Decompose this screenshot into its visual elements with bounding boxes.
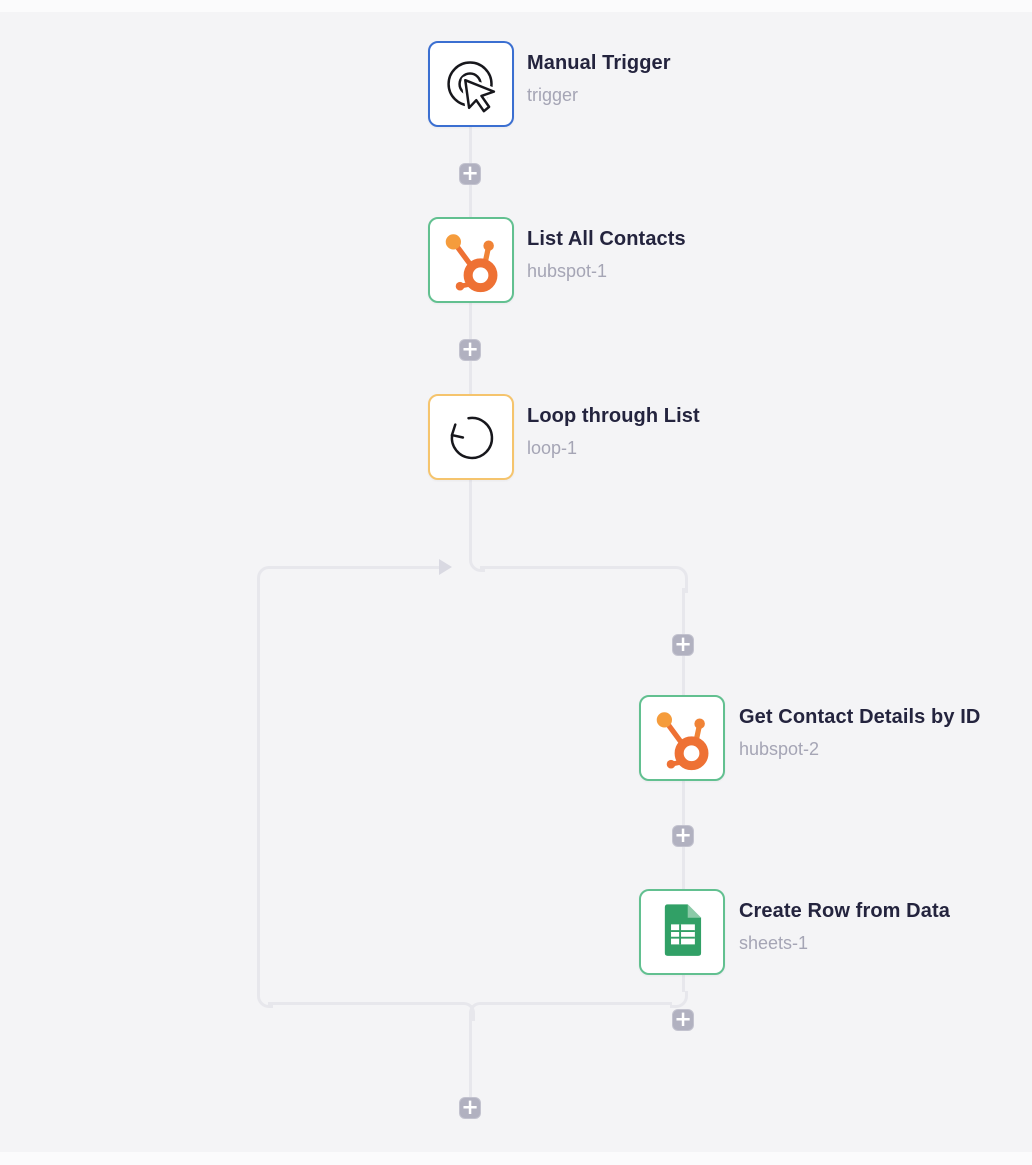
connector-line [468, 480, 472, 556]
hubspot-icon [445, 234, 498, 293]
node-sheets-1[interactable] [639, 889, 725, 975]
plus-icon: + [461, 161, 479, 185]
canvas-edge-top [0, 0, 1032, 12]
node-title: Create Row from Data [739, 900, 950, 922]
add-step-button[interactable]: + [672, 634, 694, 656]
plus-icon: + [674, 632, 692, 656]
connector-line [256, 578, 260, 992]
node-label-hubspot-2: Get Contact Details by ID hubspot-2 [739, 705, 980, 760]
connector-corner [670, 565, 688, 593]
node-subtitle: trigger [527, 85, 579, 105]
connector-corner [468, 1001, 488, 1021]
manual-trigger-click-icon [447, 61, 498, 115]
add-step-button[interactable]: + [459, 1097, 481, 1119]
connector-line [468, 1015, 472, 1108]
connector-corner [468, 553, 485, 572]
node-label-sheets-1: Create Row from Data sheets-1 [739, 899, 950, 954]
add-step-button[interactable]: + [672, 1009, 694, 1031]
node-subtitle: sheets-1 [739, 933, 809, 953]
node-manual-trigger[interactable] [428, 41, 514, 127]
canvas-edge-bottom [0, 1152, 1032, 1165]
node-subtitle: loop-1 [527, 438, 578, 458]
plus-icon: + [674, 1007, 692, 1031]
node-hubspot-1[interactable] [428, 217, 514, 303]
node-label-manual-trigger: Manual Trigger trigger [527, 51, 671, 106]
add-step-button[interactable]: + [459, 339, 481, 361]
hubspot-icon [656, 712, 709, 771]
connector-line [480, 565, 672, 569]
loop-icon [450, 416, 494, 460]
loop-return-arrow-icon [439, 559, 452, 575]
node-title: List All Contacts [527, 228, 686, 250]
connector-corner [670, 991, 688, 1008]
connector-line [268, 1001, 458, 1005]
connector-line [268, 565, 439, 569]
connector-line [482, 1001, 672, 1005]
node-hubspot-2[interactable] [639, 695, 725, 781]
plus-icon: + [461, 1095, 479, 1119]
connector-line [681, 975, 685, 992]
node-loop-1[interactable] [428, 394, 514, 480]
plus-icon: + [674, 823, 692, 847]
node-title: Manual Trigger [527, 52, 671, 74]
add-step-button[interactable]: + [672, 825, 694, 847]
node-title: Get Contact Details by ID [739, 706, 981, 728]
node-label-loop-1: Loop through List loop-1 [527, 404, 700, 459]
connector-corner [256, 565, 273, 582]
google-sheets-icon [664, 904, 702, 956]
node-title: Loop through List [527, 405, 700, 427]
add-step-button[interactable]: + [459, 163, 481, 185]
node-label-hubspot-1: List All Contacts hubspot-1 [527, 227, 686, 282]
plus-icon: + [461, 337, 479, 361]
connector-corner [256, 991, 273, 1008]
node-subtitle: hubspot-2 [739, 739, 820, 759]
node-subtitle: hubspot-1 [527, 261, 608, 281]
